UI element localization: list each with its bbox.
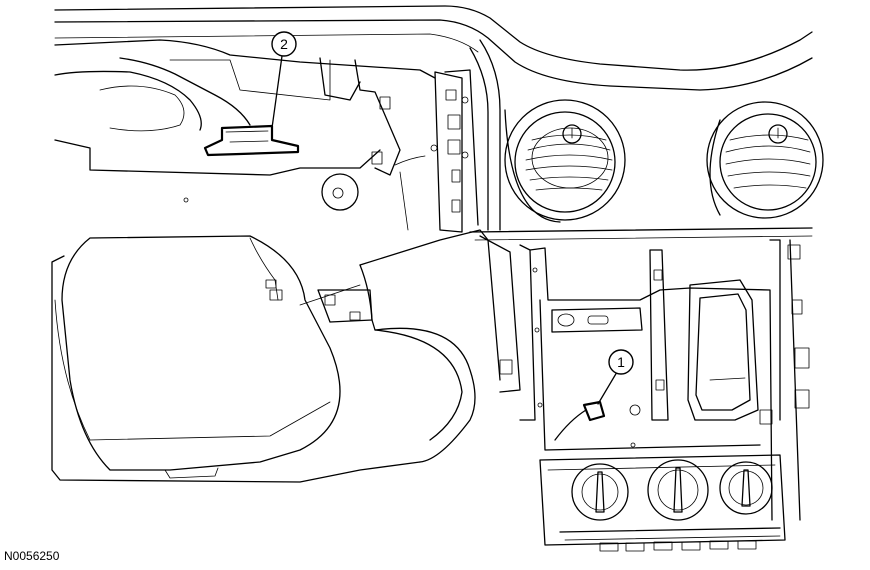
clip-component-2 xyxy=(203,124,300,157)
dashboard-top-outline xyxy=(54,5,813,231)
callout-2-label: 2 xyxy=(280,36,288,52)
callout-1: 1 xyxy=(608,349,634,375)
callout-2: 2 xyxy=(271,31,297,57)
callout-2-leader xyxy=(271,55,283,129)
lower-center-trim xyxy=(317,229,543,463)
left-air-vent xyxy=(504,99,626,223)
right-knob xyxy=(719,461,773,515)
callout-1-leader xyxy=(597,371,618,405)
connector-component-1 xyxy=(554,400,606,441)
center-stack-housing xyxy=(529,239,810,521)
climate-control-panel xyxy=(539,454,786,552)
upper-trim-panel xyxy=(54,39,438,231)
right-air-vent xyxy=(706,101,824,219)
dash-divider xyxy=(469,227,813,241)
center-bracket xyxy=(434,69,479,233)
center-knob xyxy=(647,459,709,521)
left-knob xyxy=(571,463,629,521)
glove-box-opening xyxy=(51,235,421,483)
figure-id-label: N0056250 xyxy=(4,549,60,563)
callout-1-label: 1 xyxy=(617,354,625,370)
